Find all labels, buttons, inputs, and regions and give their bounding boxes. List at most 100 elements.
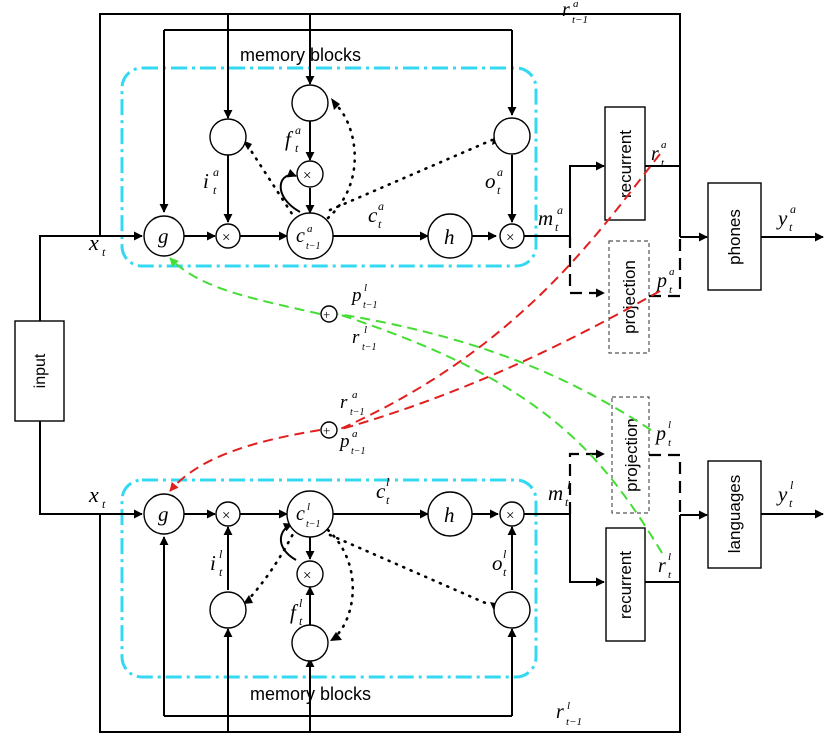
input-label: input (32, 353, 49, 388)
svg-text:t: t (295, 141, 299, 155)
peephole-forget-top-head (331, 98, 340, 110)
svg-text:a: a (307, 223, 313, 235)
sum-symbol-bottom: + (323, 423, 330, 438)
peephole-input-bottom (246, 526, 298, 602)
projection-label-bottom: projection (622, 418, 641, 492)
i-gate-label-bottom: i t l (210, 547, 223, 579)
cross-label-r-bottom: r t−1 a (340, 389, 365, 418)
mult-node-forget-top (296, 160, 324, 188)
output-gate-top (493, 117, 531, 155)
svg-text:c: c (296, 503, 305, 525)
svg-text:x: x (88, 230, 99, 255)
svg-text:y: y (776, 206, 788, 230)
cross-label-p-bottom: p t−1 a (338, 428, 366, 457)
svg-text:r: r (352, 327, 360, 348)
x-label-bottom: x t (88, 482, 106, 511)
mult-node-output-top (499, 223, 525, 249)
x-label-top: x t (88, 230, 106, 259)
svg-text:t−1: t−1 (350, 407, 365, 418)
cell-label-bottom: c t l (376, 475, 390, 507)
svg-text:t: t (789, 496, 793, 510)
m-to-projection-top (568, 236, 605, 298)
svg-text:a: a (295, 123, 301, 137)
r-label-top: r t a (651, 139, 667, 169)
recurrent-out-top (645, 165, 681, 237)
svg-text:l: l (386, 475, 390, 489)
svg-text:r: r (556, 701, 564, 723)
memory-block-border-bottom (120, 478, 538, 679)
m-to-recurrent-top (569, 161, 605, 236)
svg-text:t: t (102, 245, 106, 259)
svg-text:l: l (307, 501, 310, 513)
mult-node-input-top (215, 223, 241, 249)
svg-text:l: l (668, 551, 671, 563)
red-feedback-from-recurrent-top (337, 153, 661, 431)
cell-feedback-arc-bottom (279, 523, 297, 561)
svg-text:t: t (386, 493, 390, 507)
svg-text:p: p (654, 423, 666, 445)
languages-label: languages (725, 475, 744, 553)
svg-text:t: t (299, 614, 303, 628)
h-node-bottom (427, 491, 473, 537)
svg-text:r: r (562, 0, 570, 21)
mult-symbol-input-bottom: × (222, 508, 230, 524)
svg-text:a: a (557, 203, 563, 217)
svg-text:t: t (219, 565, 223, 579)
mult-symbol-forget-top: × (303, 168, 311, 184)
svg-text:a: a (573, 0, 579, 10)
h-label-bottom: h (444, 503, 455, 527)
green-feedback-from-projection-bottom (337, 313, 652, 431)
recurrent-label-bottom: recurrent (616, 551, 635, 619)
memory-block-border-top (120, 66, 538, 268)
svg-text:t−1: t−1 (351, 446, 366, 457)
cross-label-p-top: p t−1 l (350, 282, 378, 311)
r-label-bottom: r t l (658, 551, 672, 581)
phones-label: phones (725, 209, 744, 265)
i-gate-label-top: i t a (203, 165, 219, 197)
peephole-output-top (328, 138, 494, 212)
svg-text:p: p (655, 270, 667, 292)
m-to-recurrent-bottom (569, 514, 605, 587)
svg-text:l: l (503, 547, 507, 561)
svg-text:o: o (492, 551, 503, 575)
output-gate-bottom (493, 591, 531, 629)
projection-out-bottom (649, 453, 682, 515)
mult-node-forget-bottom (296, 560, 324, 588)
svg-text:t: t (668, 437, 672, 449)
svg-text:a: a (352, 428, 358, 440)
svg-text:t: t (668, 569, 672, 581)
peephole-forget-bottom-head (330, 632, 342, 641)
p-label-bottom: p t l (654, 419, 672, 449)
svg-text:l: l (668, 419, 671, 431)
recurrence-outer-bottom (99, 514, 681, 733)
svg-text:r: r (651, 143, 659, 165)
svg-text:a: a (378, 199, 384, 213)
svg-text:r: r (340, 392, 348, 413)
svg-text:a: a (790, 202, 796, 216)
svg-text:c: c (296, 225, 305, 247)
svg-text:x: x (88, 482, 99, 507)
svg-text:t: t (102, 497, 106, 511)
svg-text:a: a (669, 266, 675, 278)
input-arrow-top (39, 231, 143, 321)
svg-text:t: t (378, 217, 382, 231)
red-feedback-from-projection-top (337, 290, 661, 431)
f-gate-label-bottom: f t l (290, 596, 303, 628)
svg-text:l: l (790, 478, 794, 492)
input-gate-bottom (209, 591, 247, 629)
svg-text:t−1: t−1 (572, 14, 588, 26)
input-gate-top (209, 118, 247, 156)
svg-text:t−1: t−1 (566, 716, 582, 728)
g-label-top: g (158, 224, 169, 248)
g-node-top (143, 215, 185, 257)
svg-text:t: t (555, 220, 559, 234)
cell-feedback-arc-top (279, 168, 301, 213)
svg-text:l: l (567, 700, 570, 712)
recurrent-block-bottom (605, 527, 646, 642)
svg-text:l: l (364, 282, 367, 294)
svg-text:t−1: t−1 (306, 241, 321, 252)
peephole-forget-bottom (326, 528, 355, 640)
recurrence-outer-top (99, 13, 681, 237)
svg-text:l: l (299, 596, 303, 610)
